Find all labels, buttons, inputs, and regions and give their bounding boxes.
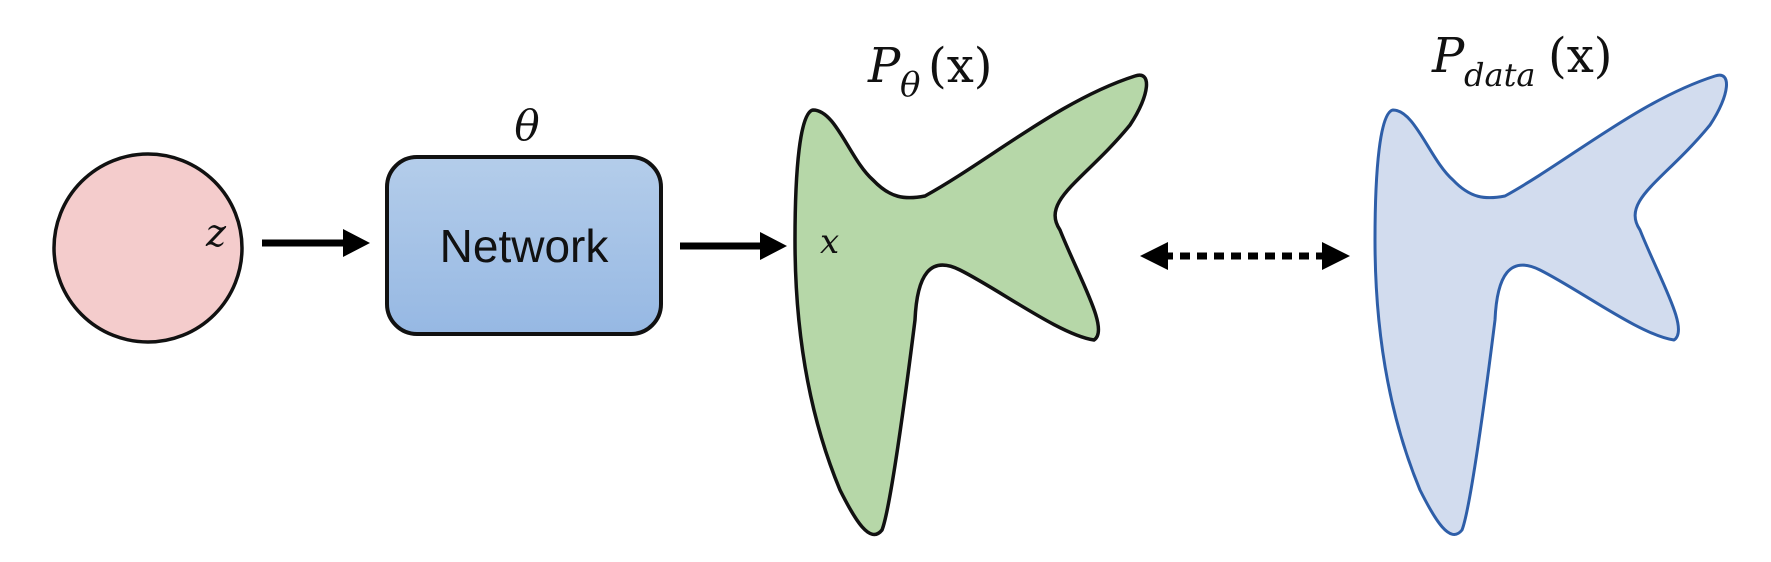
data-distribution-shape [1373, 73, 1728, 536]
arrow-latent-to-network [262, 229, 370, 257]
model-distribution-sample-label: x [820, 222, 839, 262]
data-distribution-label: P data (x) [1431, 28, 1613, 94]
model-distribution-label-argument: (x) [928, 38, 993, 94]
latent-variable-label: z [205, 211, 227, 255]
data-distribution-label-argument: (x) [1548, 28, 1613, 84]
divergence-double-arrow [1140, 242, 1350, 270]
arrow-network-to-model-distribution [680, 232, 787, 260]
model-distribution-label-subscript: θ [900, 65, 920, 105]
model-distribution-shape [793, 73, 1149, 537]
model-distribution-label: P θ (x) [867, 38, 993, 105]
network-label: Network [440, 220, 610, 272]
network-box [385, 155, 663, 336]
data-distribution-label-base: P [1431, 28, 1465, 84]
model-distribution-label-base: P [867, 38, 901, 94]
data-distribution-label-subscript: data [1464, 56, 1536, 94]
latent-circle [52, 152, 244, 344]
network-parameter-label: θ [514, 101, 539, 150]
